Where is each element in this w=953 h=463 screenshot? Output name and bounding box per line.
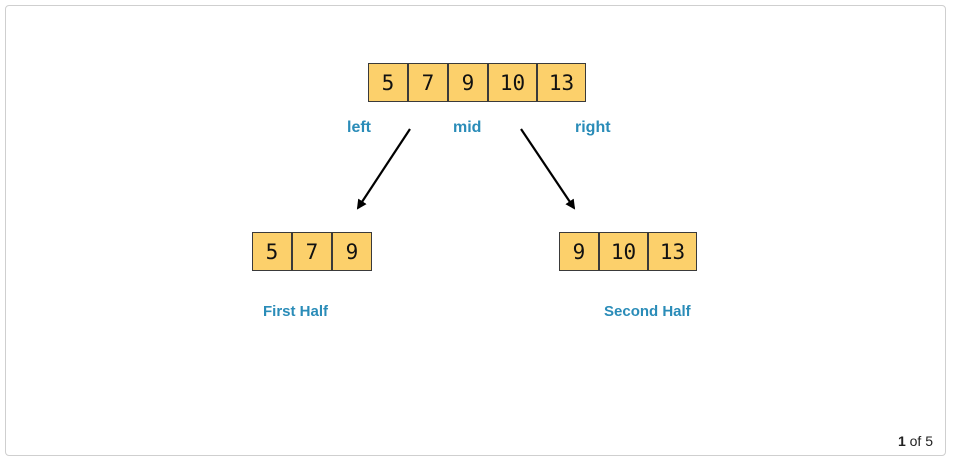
total-slides: 5 [925, 433, 933, 449]
second-half-label: Second Half [604, 303, 691, 320]
array-cell: 10 [488, 63, 537, 102]
right-pointer-label: right [575, 119, 611, 136]
mid-pointer-label: mid [453, 119, 482, 136]
current-slide-number: 1 [897, 433, 906, 449]
pager-separator: of [909, 433, 922, 449]
array-cell: 5 [368, 63, 408, 102]
array-cell: 7 [408, 63, 448, 102]
first-half-label: First Half [263, 303, 329, 320]
first-half-cell: 7 [292, 232, 332, 271]
array-cell: 9 [448, 63, 488, 102]
first-half-cell: 9 [332, 232, 372, 271]
second-half-cell: 9 [559, 232, 599, 271]
first-half-cell: 5 [252, 232, 292, 271]
array-cell: 13 [537, 63, 586, 102]
slide-pager: 1 of 5 [898, 433, 933, 449]
second-half-cell: 13 [648, 232, 697, 271]
arrow-to-second-half [520, 128, 576, 210]
left-pointer-label: left [347, 119, 371, 136]
second-half-cell: 10 [599, 232, 648, 271]
arrow-to-first-half [356, 128, 411, 210]
